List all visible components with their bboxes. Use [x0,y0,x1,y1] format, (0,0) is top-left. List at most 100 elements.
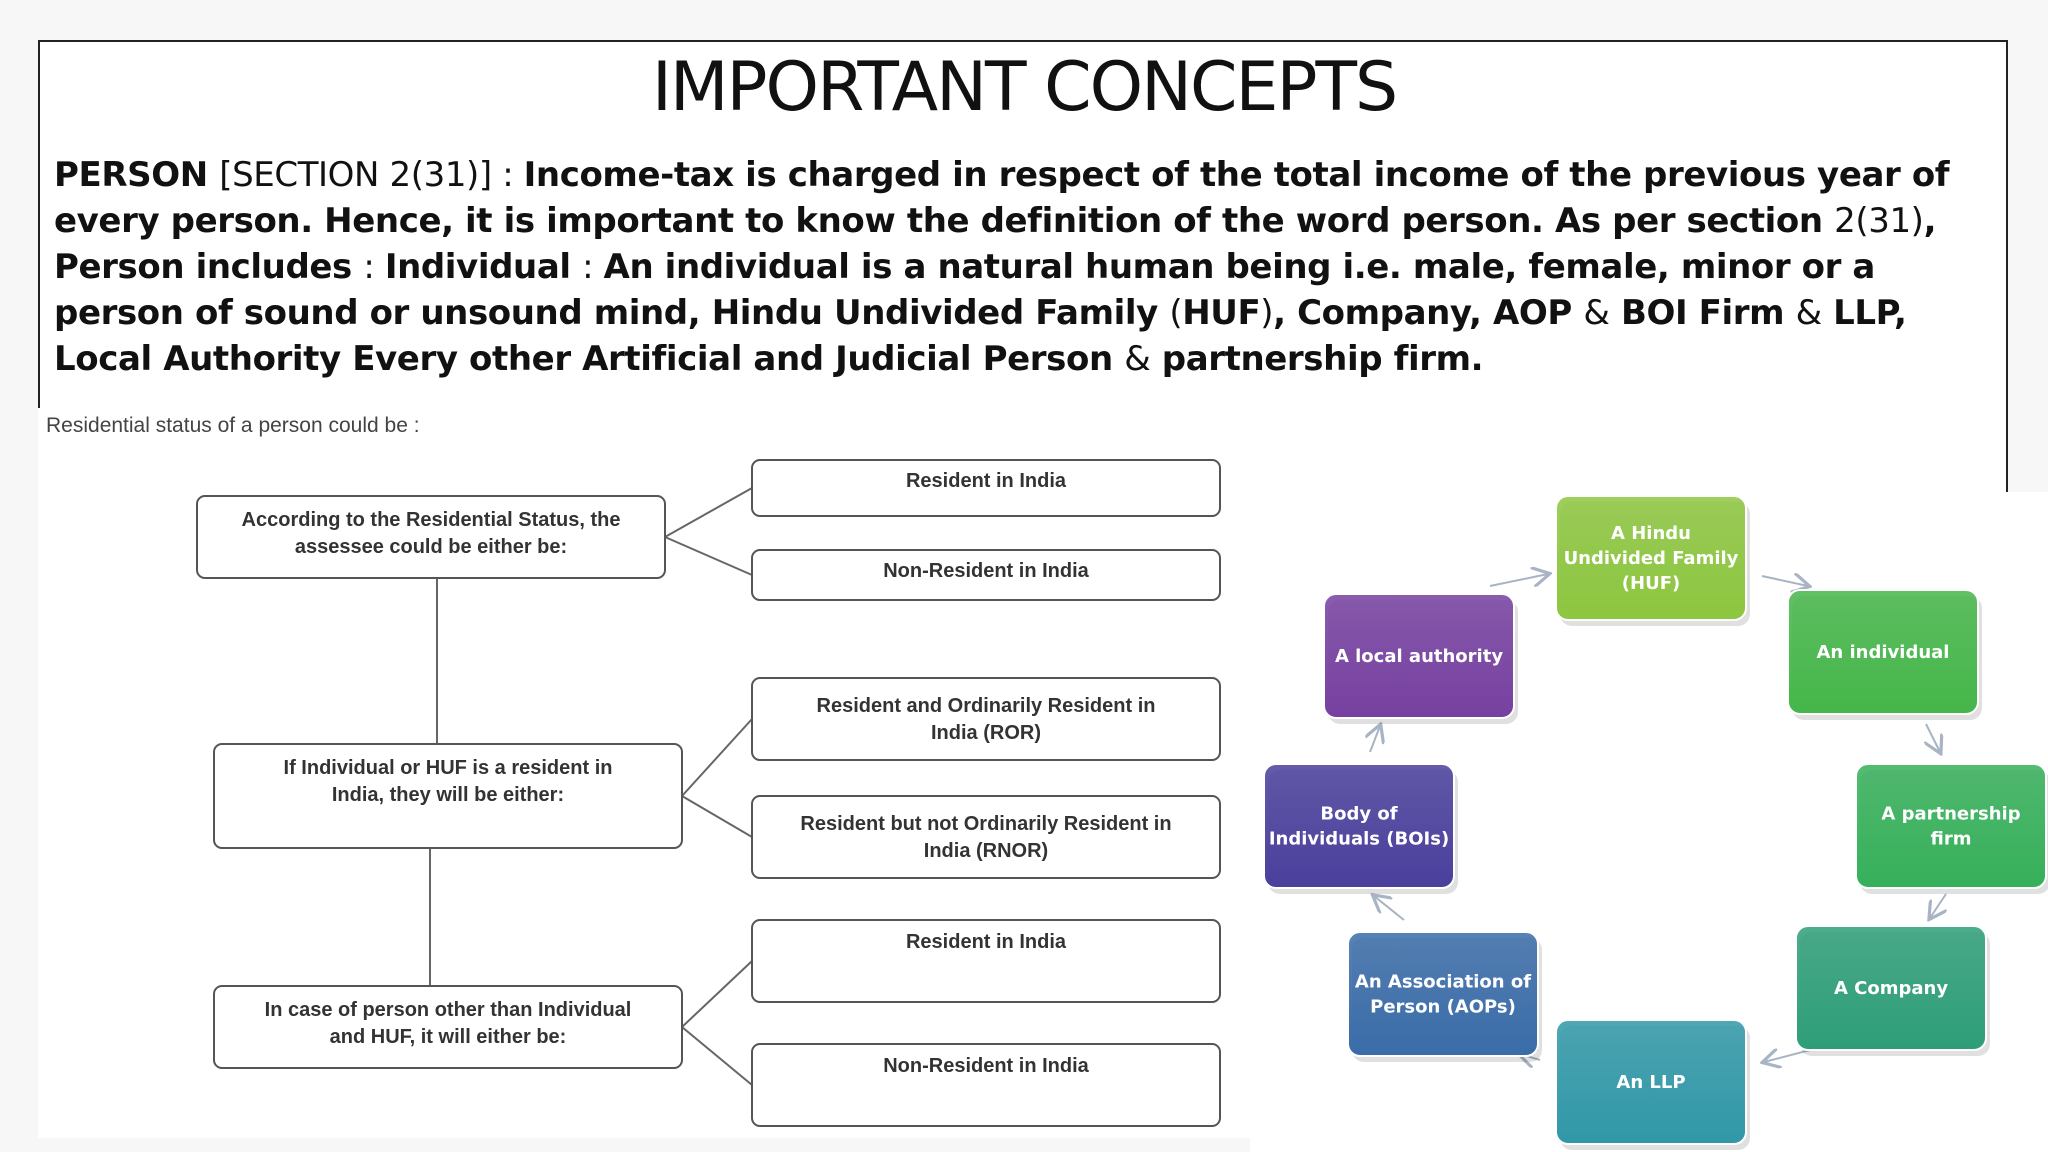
status-option-box: Non-Resident in India [751,549,1221,601]
status-option-box: Resident in India [751,919,1221,1003]
node-shape [1787,589,1979,715]
status-option-box: Resident but not Ordinarily Resident in I… [751,795,1221,879]
status-option-box-frame [751,795,1221,879]
node-label: An LLP [1616,1072,1685,1093]
status-option-box: Resident in India [751,459,1221,517]
status-option-box-frame [751,549,1221,601]
status-option-box-frame [751,677,1221,761]
slide-title: IMPORTANT CONCEPTS [651,48,1398,127]
cycle-arrows [1370,574,1946,1062]
node-label: firm [1931,829,1972,850]
definition-sep: : [363,247,385,287]
cycle-arrow [1930,893,1946,918]
definition-text: BOI Firm [1609,293,1796,333]
node-label: (HUF) [1622,573,1680,594]
status-box: According to the Residential Status, the… [196,495,666,579]
status-option-box-text: India (RNOR) [924,840,1048,862]
status-option-box-text: Resident in India [906,470,1067,492]
person-type-node: An individual [1787,589,1982,720]
definition-section-ref: 2(31) [1834,201,1924,241]
definition-text: An individual is a natural human being i… [54,247,1875,333]
status-option-box-frame [751,459,1221,517]
definition-paren: ( [1169,293,1183,333]
definition-lead: PERSON [54,155,220,195]
person-type-node: An LLP [1555,1019,1750,1150]
node-label: Undivided Family [1564,548,1739,569]
status-box: In case of person other than Individual a… [213,985,683,1069]
status-box-text: According to the Residential Status, the [242,509,621,531]
node-label: A Company [1834,978,1948,999]
definition-section: [SECTION 2(31)] [219,155,492,195]
status-option-box-text: Resident and Ordinarily Resident in [817,695,1156,717]
definition-sep: : [582,247,604,287]
node-shape [1855,763,2047,889]
definition-text: , Company, AOP [1273,293,1584,333]
status-box-text: In case of person other than Individual [265,999,632,1021]
node-label: An individual [1817,642,1950,663]
connector-line [664,536,753,576]
person-type-node: Body of Individuals (BOIs) [1263,763,1458,894]
status-option-box-text: Resident in India [906,931,1067,953]
status-option-box: Resident and Ordinarily Resident in India… [751,677,1221,761]
connector-line [681,960,753,1028]
status-option-box-text: Resident but not Ordinarily Resident in [800,813,1171,835]
definition-text: Income-tax is charged in respect of the … [54,155,1950,241]
node-shape [1555,1019,1747,1145]
cycle-arrow [1489,574,1548,586]
status-box-frame [213,743,683,849]
status-option-box-frame [751,1043,1221,1127]
node-label: An Association of [1355,972,1531,993]
definition-amp: & [1583,293,1610,333]
connector-lines [429,487,753,1086]
status-box-text: India, they will be either: [332,784,564,806]
cycle-arrow [1926,723,1940,752]
definition-text: HUF [1182,293,1261,333]
status-option-box-text: India (ROR) [931,722,1041,744]
connector-line [681,1026,753,1086]
definition-text: LLP, Local Authority Every other Artific… [54,293,1907,379]
status-option-box-frame [751,919,1221,1003]
node-label: A local authority [1335,646,1503,667]
node-label: A partnership [1881,804,2020,825]
node-shape [1795,925,1987,1051]
definition-amp: & [1124,339,1151,379]
node-label: Body of [1320,804,1397,825]
cycle-arrow [1374,896,1405,921]
residential-status-label: Residential status of a person could be … [46,414,420,437]
node-shape [1263,763,1455,889]
definition-paren: ) [1260,293,1274,333]
status-box-text: assessee could be either be: [295,536,567,558]
definition-text: , Person includes [54,201,1937,287]
connector-line [681,795,753,838]
cycle-arrow [1370,726,1380,753]
person-type-node: A local authority [1323,593,1518,724]
node-label: Person (AOPs) [1370,997,1516,1018]
status-box-text: and HUF, it will either be: [330,1026,567,1048]
definition-amp: & [1795,293,1823,333]
person-definition: PERSON [SECTION 2(31)] : Income-tax is c… [54,152,1999,382]
cycle-arrow [1761,576,1808,586]
person-type-node: An Association of Person (AOPs) [1347,931,1542,1062]
status-option-box: Non-Resident in India [751,1043,1221,1127]
definition-sep: : [491,155,524,195]
node-shape [1323,593,1515,719]
person-type-node: A Company [1795,925,1990,1056]
person-type-node: A partnership firm [1855,763,2048,894]
status-option-box-text: Non-Resident in India [883,1055,1089,1077]
status-box: If Individual or HUF is a resident in Ind… [213,743,683,849]
status-option-box-text: Non-Resident in India [883,560,1089,582]
connector-line [681,718,753,797]
status-box-frame [196,495,666,579]
definition-text: partnership firm. [1150,339,1484,379]
status-box-frame [213,985,683,1069]
connector-line [664,487,753,538]
node-shape [1347,931,1539,1057]
status-box-text: If Individual or HUF is a resident in [284,757,613,779]
node-label: A Hindu [1611,523,1691,544]
node-shape [1555,495,1747,621]
definition-text: Individual [384,247,583,287]
node-label: Individuals (BOIs) [1269,829,1449,850]
